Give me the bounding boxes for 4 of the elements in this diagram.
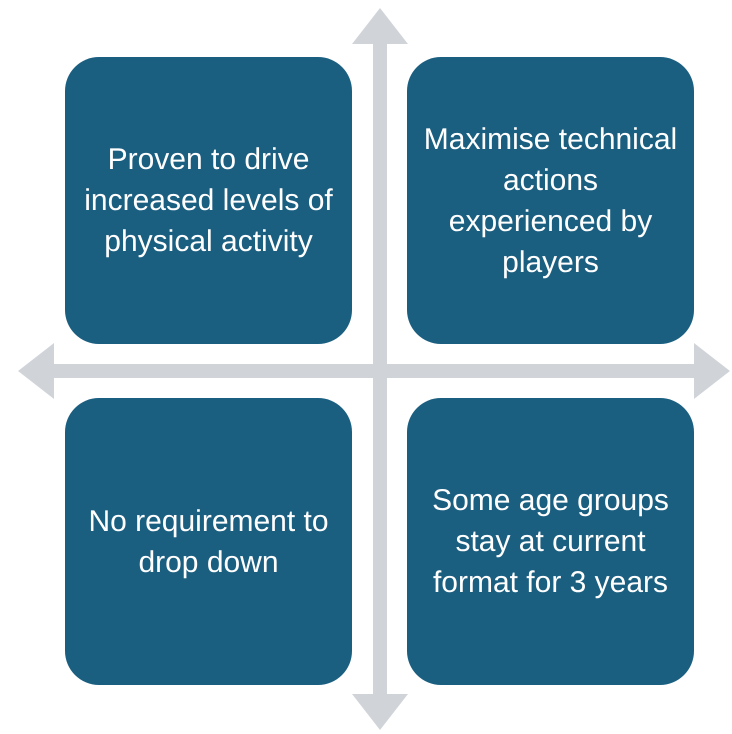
- quadrant-box: No requirement to drop down: [65, 398, 352, 685]
- quadrant-box: Proven to drive increased levels of physical activity: [65, 57, 352, 344]
- quadrant-box: Maximise technical actions experienced by players: [407, 57, 694, 344]
- quadrant-box: Some age groups stay at current format for 3 years: [407, 398, 694, 685]
